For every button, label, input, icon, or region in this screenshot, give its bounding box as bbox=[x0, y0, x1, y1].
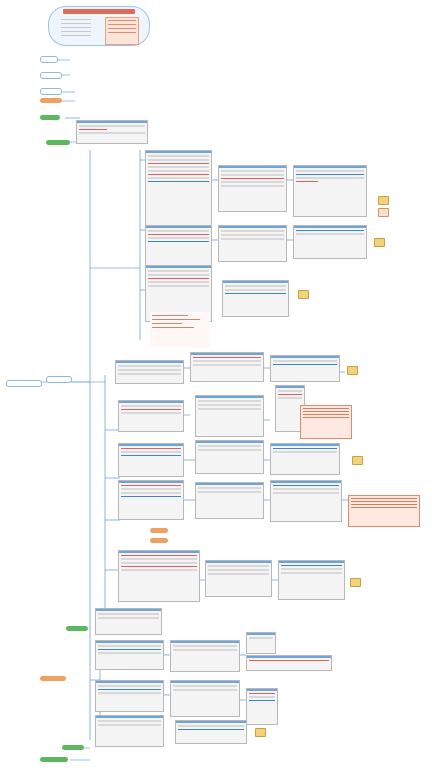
text-a: · bbox=[72, 56, 73, 58]
node-l[interactable] bbox=[150, 538, 168, 543]
screenshot-m1 bbox=[115, 360, 184, 384]
screenshot-l2 bbox=[170, 640, 240, 672]
screenshot-m7 bbox=[118, 443, 184, 477]
callout-m12 bbox=[348, 495, 420, 527]
folder-icon bbox=[255, 728, 266, 737]
screenshot-top bbox=[76, 120, 148, 144]
screenshot-l9 bbox=[175, 720, 247, 744]
screenshot-l7 bbox=[246, 688, 278, 725]
screenshot-l8 bbox=[95, 715, 164, 747]
screenshot-u8 bbox=[222, 280, 289, 317]
node-mid[interactable] bbox=[46, 376, 72, 383]
node-h[interactable] bbox=[40, 676, 66, 681]
document-icon bbox=[378, 208, 389, 217]
node-k[interactable] bbox=[150, 528, 168, 533]
screenshot-m3 bbox=[270, 355, 340, 382]
screenshot-u6 bbox=[293, 225, 367, 259]
screenshot-m4 bbox=[118, 400, 184, 432]
folder-icon bbox=[378, 196, 389, 205]
header-legend-left bbox=[61, 17, 91, 43]
screenshot-m10 bbox=[118, 480, 184, 520]
diagram-title bbox=[63, 9, 135, 14]
callout-m6 bbox=[300, 405, 352, 439]
header-card bbox=[48, 6, 150, 46]
screenshot-m15 bbox=[278, 560, 345, 600]
node-e[interactable] bbox=[40, 115, 60, 120]
folder-icon bbox=[350, 578, 361, 587]
folder-icon bbox=[347, 366, 358, 375]
screenshot-l5 bbox=[95, 680, 164, 712]
folder-icon bbox=[352, 456, 363, 465]
screenshot-m11 bbox=[195, 482, 264, 519]
node-c[interactable] bbox=[40, 88, 62, 95]
screenshot-m2 bbox=[190, 352, 264, 382]
node-j[interactable] bbox=[40, 757, 68, 762]
screenshot-m12 bbox=[270, 480, 342, 522]
screenshot-m8 bbox=[195, 440, 264, 474]
node-f[interactable] bbox=[46, 140, 70, 145]
text-b: · bbox=[82, 104, 83, 106]
node-d[interactable] bbox=[40, 98, 62, 103]
node-g[interactable] bbox=[66, 626, 88, 631]
screenshot-u5 bbox=[218, 225, 287, 262]
screenshot-l6 bbox=[170, 680, 240, 717]
header-legend-right bbox=[105, 17, 139, 45]
screenshot-u1 bbox=[145, 150, 212, 232]
node-a[interactable] bbox=[40, 56, 58, 63]
screenshot-m14 bbox=[205, 560, 272, 597]
root-node[interactable] bbox=[6, 380, 42, 387]
node-b[interactable] bbox=[40, 72, 62, 79]
screenshot-m9 bbox=[270, 443, 340, 475]
screenshot-m16 bbox=[95, 608, 162, 635]
notes-block bbox=[150, 312, 210, 347]
screenshot-u4 bbox=[145, 225, 212, 267]
screenshot-l4 bbox=[246, 655, 332, 671]
screenshot-l1 bbox=[95, 640, 164, 670]
screenshot-l3 bbox=[246, 632, 276, 654]
screenshot-u3 bbox=[293, 165, 367, 217]
node-i[interactable] bbox=[62, 745, 84, 750]
folder-icon bbox=[374, 238, 385, 247]
screenshot-u2 bbox=[218, 165, 287, 212]
screenshot-m13 bbox=[118, 550, 200, 602]
screenshot-m5 bbox=[195, 395, 264, 437]
folder-icon bbox=[298, 290, 309, 299]
